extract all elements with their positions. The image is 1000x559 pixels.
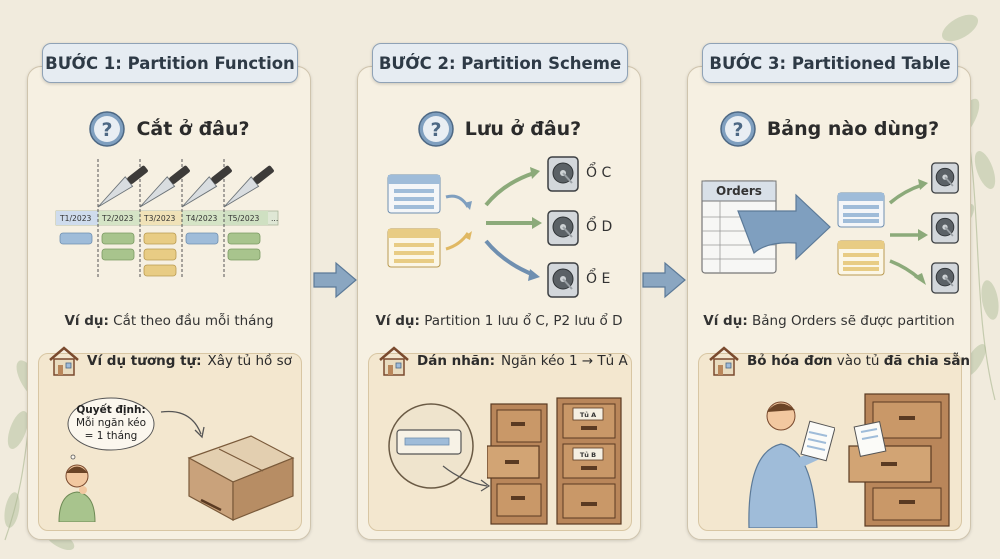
cabinet-label: Tủ A [580, 411, 596, 419]
document-icon [800, 420, 835, 462]
step-2-analogy-box: Dán nhãn: Ngăn kéo 1 → Tủ A [368, 346, 632, 531]
month-label: T5/2023 [227, 214, 260, 223]
house-icon [379, 346, 409, 376]
hard-drive-icon [547, 210, 579, 246]
person-icon [58, 454, 96, 522]
arrow-icon [313, 261, 357, 299]
step-1-question: ? Cắt ở đâu? [28, 109, 310, 149]
drive-label: Ổ E [586, 271, 611, 287]
step-3-example: Ví dụ: Bảng Orders sẽ được partition [703, 313, 955, 329]
month-label: T2/2023 [101, 214, 134, 223]
file-cabinet-icon: Tủ A Tủ B [487, 397, 622, 525]
hard-drive-icon [547, 156, 579, 192]
arrow-icon [642, 261, 686, 299]
step-1-example: Ví dụ: Cắt theo đầu mỗi tháng [64, 313, 274, 329]
step-3-analogy-header: Bỏ hóa đơn vào tủ đã chia sẵn [707, 344, 970, 378]
knife-icon [139, 165, 190, 208]
house-icon [49, 346, 79, 376]
step-2-example: Ví dụ: Partition 1 lưu ổ C, P2 lưu ổ D [375, 313, 623, 329]
scheme-diagram [387, 167, 542, 281]
question-icon: ? [89, 111, 126, 147]
file-cabinet-icon [848, 393, 950, 527]
step-2-analogy-header: Dán nhãn: Ngăn kéo 1 → Tủ A [377, 344, 628, 378]
svg-text:?: ? [430, 119, 441, 141]
step-1-analogy-box: Ví dụ tương tự: Xây tủ hồ sơ Quyết định:… [38, 346, 302, 531]
table-icon [837, 240, 885, 276]
document-icon [853, 421, 887, 457]
knife-icon [181, 165, 232, 208]
person-icon [748, 401, 835, 528]
cabinet-label: Tủ B [580, 451, 596, 459]
step-3-analogy-box: Bỏ hóa đơn vào tủ đã chia sẵn [698, 346, 970, 531]
step-1-question-text: Cắt ở đâu? [136, 118, 250, 140]
month-label: ... [271, 214, 278, 223]
step-3-question-text: Bảng nào dùng? [766, 118, 940, 140]
arrow-icon [737, 193, 831, 261]
timeline-diagram: T1/2023 T2/2023 T3/2023 T4/2023 T5/2023 … [55, 159, 279, 279]
hard-drive-icon [547, 262, 579, 298]
svg-text:?: ? [102, 119, 113, 141]
table-icon [387, 174, 441, 214]
house-icon [709, 346, 739, 376]
step-2-question: ? Lưu ở đâu? [358, 109, 640, 149]
step-3-title: BƯỚC 3: Partitioned Table [702, 43, 958, 83]
knife-icon [97, 165, 148, 208]
month-label: T3/2023 [143, 214, 176, 223]
hard-drive-icon [931, 162, 959, 194]
step-3-panel: BƯỚC 3: Partitioned Table ? Bảng nào dùn… [687, 43, 971, 540]
table-icon [837, 192, 885, 228]
step-3-question: ? Bảng nào dùng? [688, 109, 970, 149]
drive-label: Ổ D [586, 219, 613, 235]
partitioned-table-diagram: Orders [701, 179, 928, 285]
step-1-title: BƯỚC 1: Partition Function [42, 43, 298, 83]
arrow-icon [160, 410, 205, 439]
hard-drive-icon [931, 212, 959, 244]
month-label: T1/2023 [59, 214, 92, 223]
table-name: Orders [716, 184, 762, 198]
hard-drive-icon [931, 262, 959, 294]
svg-text:?: ? [732, 119, 743, 141]
table-icon [387, 228, 441, 268]
month-label: T4/2023 [185, 214, 218, 223]
question-icon: ? [720, 111, 756, 147]
step-2-question-text: Lưu ở đâu? [464, 118, 582, 140]
drawer-icon [187, 435, 295, 522]
question-icon: ? [418, 111, 454, 147]
thought-bubble [67, 397, 155, 451]
step-1-analogy-header: Ví dụ tương tự: Xây tủ hồ sơ [47, 344, 292, 378]
step-2-panel: BƯỚC 2: Partition Scheme ? Lưu ở đâu? [357, 43, 641, 540]
step-2-title: BƯỚC 2: Partition Scheme [372, 43, 628, 83]
step-1-panel: BƯỚC 1: Partition Function ? Cắt ở đâu? [27, 43, 311, 540]
knife-icon [223, 165, 274, 208]
drive-label: Ổ C [586, 165, 612, 181]
bubble-text: Quyết định: Mỗi ngăn kéo = 1 tháng [75, 404, 147, 442]
label-magnifier [388, 403, 491, 492]
